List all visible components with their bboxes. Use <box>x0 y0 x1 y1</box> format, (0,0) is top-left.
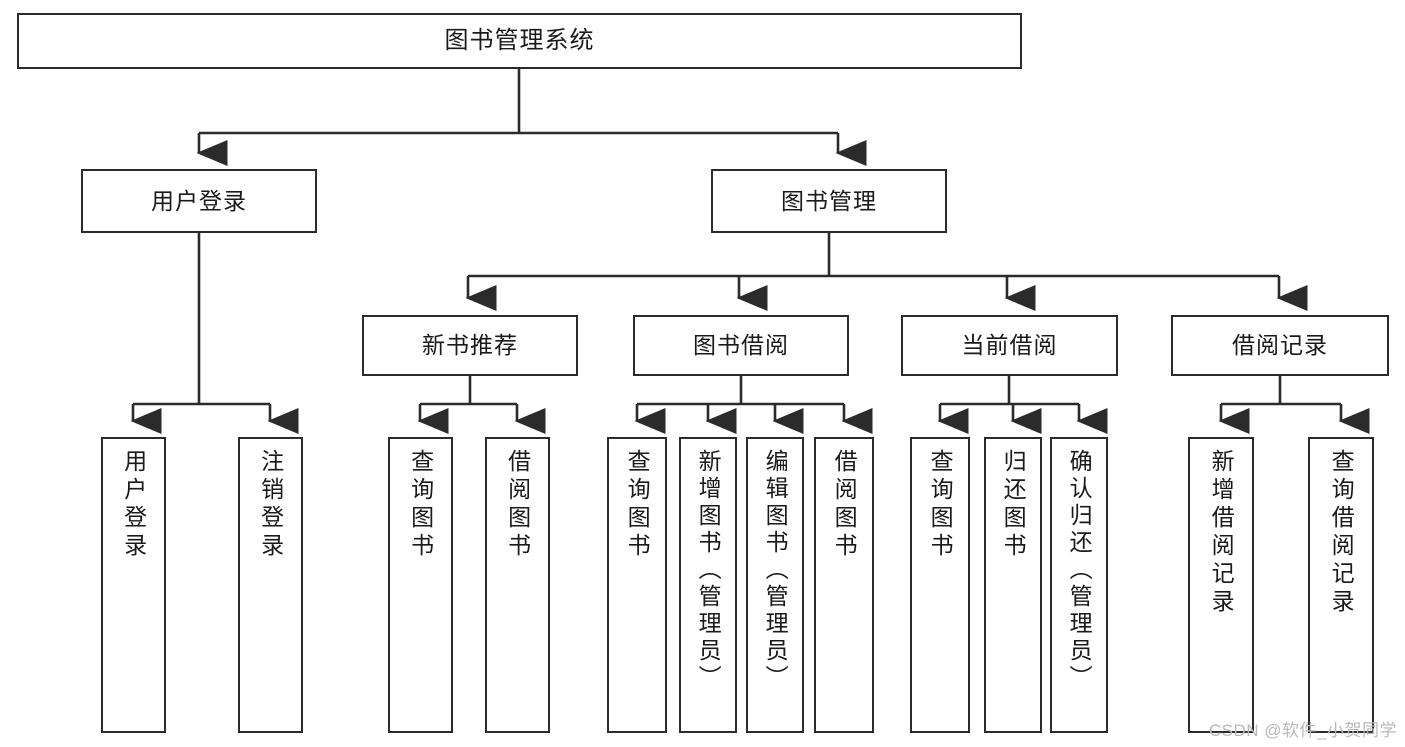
leaf-user-login[interactable]: 用户登录 <box>101 437 166 733</box>
node-label: 查询借阅记录 <box>1328 449 1355 617</box>
leaf-borrow-books[interactable]: 借阅图书 <box>814 437 874 733</box>
leaf-edit-book-admin[interactable]: 编辑图书（管理员） <box>746 437 804 733</box>
node-label: 用户登录 <box>120 449 147 561</box>
node-book-management[interactable]: 图书管理 <box>711 169 947 233</box>
node-label: 新书推荐 <box>422 332 518 359</box>
leaf-user-logout[interactable]: 注销登录 <box>238 437 303 733</box>
node-book-borrow[interactable]: 图书借阅 <box>633 315 849 376</box>
node-label: 注销登录 <box>257 449 284 561</box>
node-label: 用户登录 <box>151 187 247 214</box>
leaf-add-book-admin[interactable]: 新增图书（管理员） <box>679 437 737 733</box>
node-label: 图书管理系统 <box>444 27 595 55</box>
leaf-confirm-return-admin[interactable]: 确认归还（管理员） <box>1050 437 1108 733</box>
leaf-query-books-borrow[interactable]: 查询图书 <box>607 437 667 733</box>
leaf-query-books-recommend[interactable]: 查询图书 <box>388 437 453 733</box>
leaf-add-borrow-record[interactable]: 新增借阅记录 <box>1188 437 1254 733</box>
node-label: 借阅图书 <box>831 449 858 561</box>
node-label: 借阅图书 <box>504 449 531 561</box>
node-label: 归还图书 <box>1000 449 1027 561</box>
node-user-login[interactable]: 用户登录 <box>81 169 317 233</box>
node-label: 编辑图书（管理员） <box>762 449 789 692</box>
node-current-borrow[interactable]: 当前借阅 <box>901 315 1118 376</box>
node-label: 图书管理 <box>781 187 877 214</box>
node-label: 当前借阅 <box>961 332 1058 359</box>
leaf-return-books[interactable]: 归还图书 <box>984 437 1042 733</box>
node-new-book-recommend[interactable]: 新书推荐 <box>362 315 578 376</box>
node-label: 图书借阅 <box>693 332 789 359</box>
node-label: 查询图书 <box>624 449 651 561</box>
leaf-query-borrow-record[interactable]: 查询借阅记录 <box>1308 437 1374 733</box>
leaf-query-books-current[interactable]: 查询图书 <box>910 437 970 733</box>
node-label: 新增图书（管理员） <box>695 449 722 692</box>
node-label: 查询图书 <box>927 449 954 561</box>
node-label: 新增借阅记录 <box>1208 449 1235 617</box>
node-root-system[interactable]: 图书管理系统 <box>17 13 1022 69</box>
watermark: CSDN @软件_小贺同学 <box>1208 721 1397 740</box>
leaf-borrow-books-recommend[interactable]: 借阅图书 <box>485 437 550 733</box>
node-label: 确认归还（管理员） <box>1066 449 1093 692</box>
node-borrow-record[interactable]: 借阅记录 <box>1171 315 1389 376</box>
node-label: 借阅记录 <box>1232 332 1328 359</box>
node-label: 查询图书 <box>407 449 434 561</box>
